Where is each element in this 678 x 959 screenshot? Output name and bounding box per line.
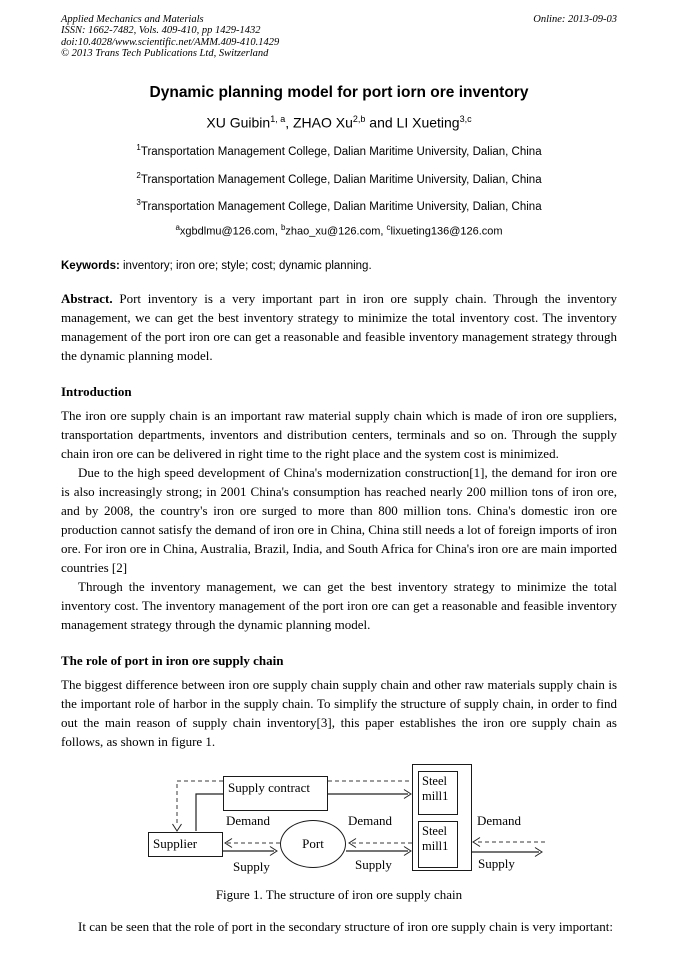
author-name: XU Guibin <box>206 114 271 131</box>
author-name: LI Xueting <box>396 114 460 131</box>
abstract-label: Abstract. <box>61 290 113 306</box>
intro-paragraph-2: Due to the high speed development of Chi… <box>61 464 617 575</box>
figure-label-demand: Demand <box>348 812 393 828</box>
journal-name: Applied Mechanics and Materials <box>61 14 204 25</box>
author-emails: axgbdlmu@126.com, bzhao_xu@126.com, clix… <box>61 223 617 238</box>
figure-node-port: Port <box>280 819 346 868</box>
keywords-text: inventory; iron ore; style; cost; dynami… <box>119 259 372 272</box>
figure-node-supplier: Supplier <box>148 831 223 857</box>
figure-label-supply: Supply <box>478 855 515 871</box>
keywords-label: Keywords: <box>61 259 120 272</box>
author-affil-marker: 1, a <box>270 113 286 124</box>
dashed-contract-to-supplier-line <box>176 780 223 826</box>
email-separator: , <box>274 225 281 238</box>
authors-line: XU Guibin1, a, ZHAO Xu2,b and LI Xueting… <box>61 114 617 131</box>
arrowhead-right-icon <box>403 846 412 856</box>
closing-paragraph: It can be seen that the role of port in … <box>78 918 613 934</box>
arrowhead-down-icon <box>172 823 182 832</box>
affiliation-marker: 3 <box>136 197 141 207</box>
email-marker: b <box>280 223 286 233</box>
journal-info: Applied Mechanics and Materials ISSN: 16… <box>61 14 279 60</box>
figure-label-demand: Demand <box>477 812 522 828</box>
arrowhead-right-icon <box>534 847 543 857</box>
supply-chain-connectors <box>172 780 545 857</box>
arrowhead-left-icon <box>472 837 481 847</box>
keywords-line: Keywords: inventory; iron ore; style; co… <box>61 260 617 272</box>
email-address: lixueting136@126.com <box>390 225 503 238</box>
journal-doi: doi:10.4028/www.scientific.net/AMM.409-4… <box>61 36 280 48</box>
affiliation-marker: 1 <box>136 143 141 153</box>
figure-label-supply: Supply <box>233 858 270 874</box>
figure-label-supply: Supply <box>355 856 392 872</box>
figure-1-diagram: Supply contract Supplier Port Steel mill… <box>61 756 617 881</box>
author-affil-marker: 2,b <box>352 113 366 124</box>
email-marker: c <box>386 223 391 233</box>
email-address: zhao_xu@126.com <box>285 225 381 238</box>
online-date: Online: 2013-09-03 <box>533 14 617 25</box>
role-paragraph-1: The biggest difference between iron ore … <box>61 676 617 749</box>
affiliation-text: Transportation Management College, Dalia… <box>140 173 542 186</box>
author-separator: , <box>285 114 293 131</box>
intro-paragraph-3: Through the inventory management, we can… <box>61 578 617 632</box>
arrowhead-right-icon <box>403 789 412 799</box>
email-address: xgbdlmu@126.com <box>179 225 275 238</box>
affiliation-text: Transportation Management College, Dalia… <box>140 200 542 213</box>
paper-title: Dynamic planning model for port iorn ore… <box>149 83 529 101</box>
intro-paragraph-1: The iron ore supply chain is an importan… <box>61 407 617 461</box>
affiliation-line: 1Transportation Management College, Dali… <box>61 141 617 159</box>
abstract-text: Port inventory is a very important part … <box>61 290 617 363</box>
figure-node-steel-mill-1: Steel mill1 <box>418 770 458 815</box>
affiliation-line: 2Transportation Management College, Dali… <box>61 169 617 187</box>
arrowhead-left-icon <box>224 838 233 848</box>
email-separator: , <box>380 225 387 238</box>
abstract: Abstract. Port inventory is a very impor… <box>61 289 617 365</box>
author-affil-marker: 3,c <box>459 113 472 124</box>
figure-node-steel-mills-group: Steel mill1 Steel mill1 <box>412 763 472 871</box>
figure-node-supply-contract: Supply contract <box>223 775 328 811</box>
arrowhead-right-icon <box>269 846 278 856</box>
figure-node-steel-mill-2: Steel mill1 <box>418 820 458 868</box>
affiliation-marker: 2 <box>136 170 141 180</box>
journal-issn: ISSN: 1662-7482, Vols. 409-410, pp 1429-… <box>61 25 261 37</box>
affiliations: 1Transportation Management College, Dali… <box>61 141 617 238</box>
affiliation-text: Transportation Management College, Dalia… <box>140 146 542 159</box>
section-heading-introduction: Introduction <box>61 383 132 399</box>
journal-copyright: © 2013 Trans Tech Publications Ltd, Swit… <box>61 48 269 60</box>
affiliation-line: 3Transportation Management College, Dali… <box>61 196 617 214</box>
email-marker: a <box>175 223 180 233</box>
solid-contract-to-supplier-line <box>195 793 223 831</box>
figure-1-caption: Figure 1. The structure of iron ore supp… <box>215 886 463 902</box>
author-name: ZHAO Xu <box>292 114 353 131</box>
arrowhead-left-icon <box>348 838 357 848</box>
section-heading-role-of-port: The role of port in iron ore supply chai… <box>61 652 284 668</box>
author-separator: and <box>365 114 397 131</box>
figure-label-demand: Demand <box>226 812 271 828</box>
journal-header: Applied Mechanics and Materials ISSN: 16… <box>61 14 617 60</box>
